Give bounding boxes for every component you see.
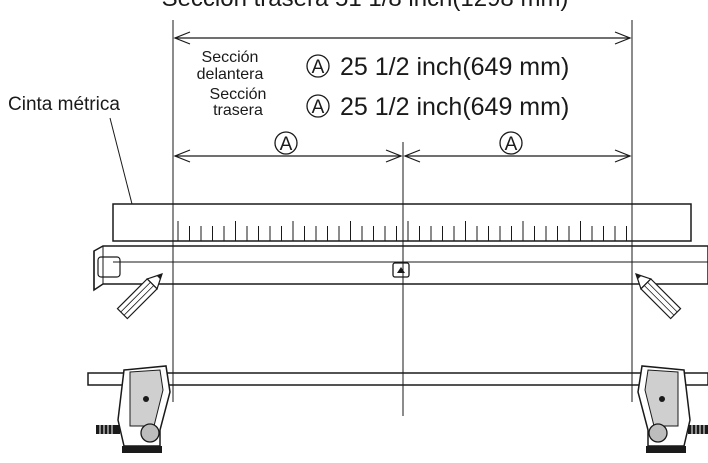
front-measurement: 25 1/2 inch(649 mm) <box>340 53 569 81</box>
front-section-label: Sección delantera A 25 1/2 inch(649 mm) <box>197 49 570 83</box>
rear-label-line1: Sección <box>210 86 267 103</box>
rear-section-label: Sección trasera A 25 1/2 inch(649 mm) <box>210 86 570 121</box>
rear-label-line2: trasera <box>213 102 263 119</box>
lower-crossbar <box>87 372 708 386</box>
tape-measure-label: Cinta métrica <box>8 94 120 115</box>
tape-measure-leader <box>109 117 133 205</box>
front-label-line2: delantera <box>197 66 264 83</box>
full-span-dimension <box>173 31 632 45</box>
rear-symbol: A <box>312 97 325 118</box>
tape-ticks <box>177 221 627 241</box>
triangle-up-icon <box>392 262 410 278</box>
crossbar <box>93 245 708 292</box>
right-half-symbol: A <box>505 134 518 155</box>
tape-measure <box>112 203 692 242</box>
pencil-icon <box>116 273 163 320</box>
top-caption: Sección trasera 51 1/8 inch(1298 mm) <box>162 0 569 12</box>
right-half-symbol-circle <box>499 131 523 155</box>
left-half-symbol-circle <box>274 131 298 155</box>
rear-symbol-circle <box>306 94 330 118</box>
front-symbol-circle <box>306 54 330 78</box>
front-label-line1: Sección <box>202 49 259 66</box>
pencil-icon <box>635 273 682 320</box>
left-half-dimension <box>173 149 403 163</box>
left-half-symbol: A <box>280 134 293 155</box>
front-symbol: A <box>312 57 325 78</box>
foot-bracket-icon <box>96 365 171 453</box>
rear-measurement: 25 1/2 inch(649 mm) <box>340 93 569 121</box>
right-half-dimension <box>403 149 632 163</box>
foot-bracket-icon <box>637 365 708 453</box>
crossbar-end-inner <box>97 256 121 278</box>
